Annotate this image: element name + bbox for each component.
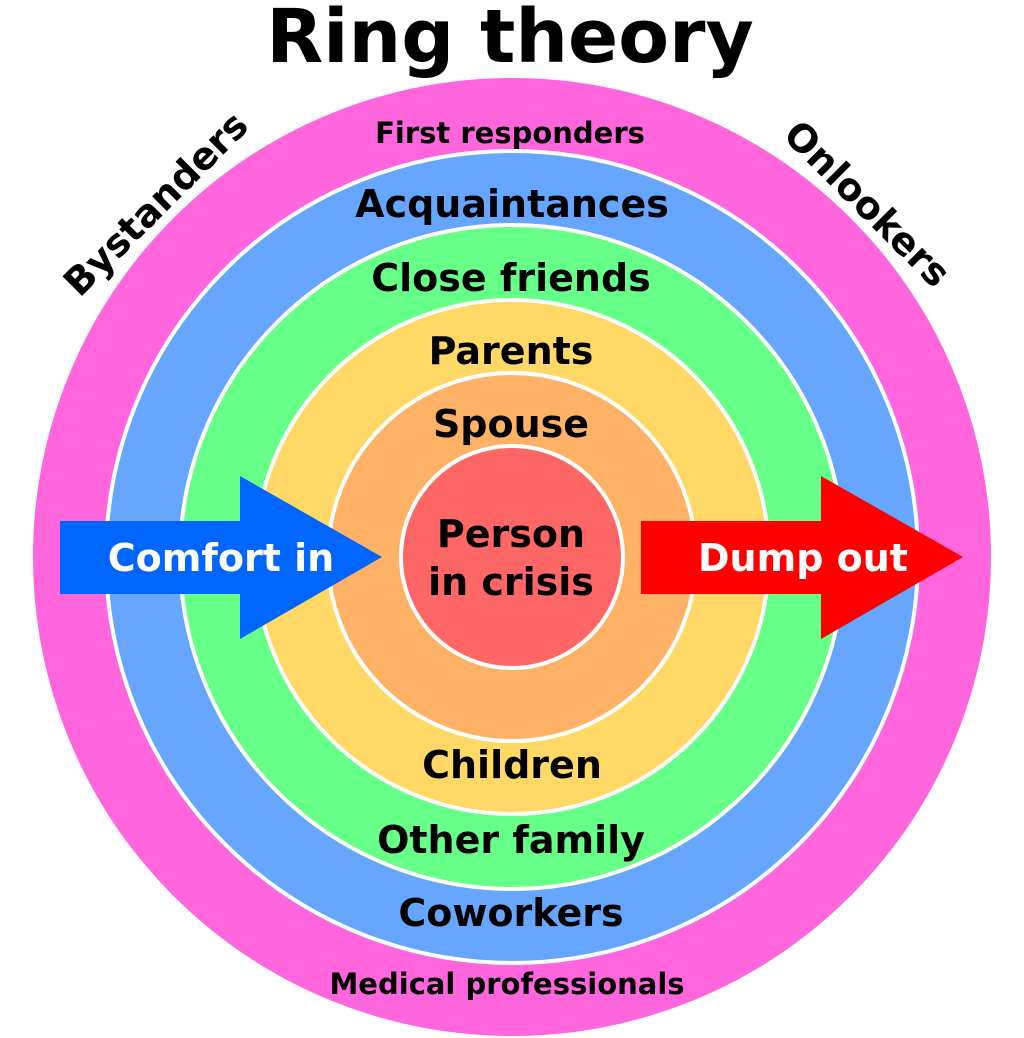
- comfort-in-label: Comfort in: [108, 536, 334, 580]
- label-coworkers: Coworkers: [398, 891, 623, 935]
- comfort-in-arrow: Comfort in: [60, 476, 382, 639]
- label-parents: Parents: [429, 329, 594, 373]
- label-first-responders: First responders: [375, 116, 645, 150]
- label-center-line1: Person: [437, 512, 585, 556]
- label-spouse: Spouse: [433, 402, 589, 446]
- label-acquaintances: Acquaintances: [355, 182, 669, 226]
- label-medical-professionals: Medical professionals: [329, 967, 684, 1001]
- ring-center: [399, 444, 625, 670]
- dump-out-arrow: Dump out: [641, 476, 963, 639]
- comfort-arrow-shape: [60, 476, 382, 639]
- label-children: Children: [422, 743, 602, 787]
- diagram-title: Ring theory: [266, 0, 754, 80]
- label-close-friends: Close friends: [371, 256, 651, 300]
- dump-out-label: Dump out: [698, 536, 908, 580]
- label-other-family: Other family: [377, 818, 645, 862]
- dump-arrow-shape: [641, 476, 963, 639]
- label-center-line2: in crisis: [428, 560, 594, 604]
